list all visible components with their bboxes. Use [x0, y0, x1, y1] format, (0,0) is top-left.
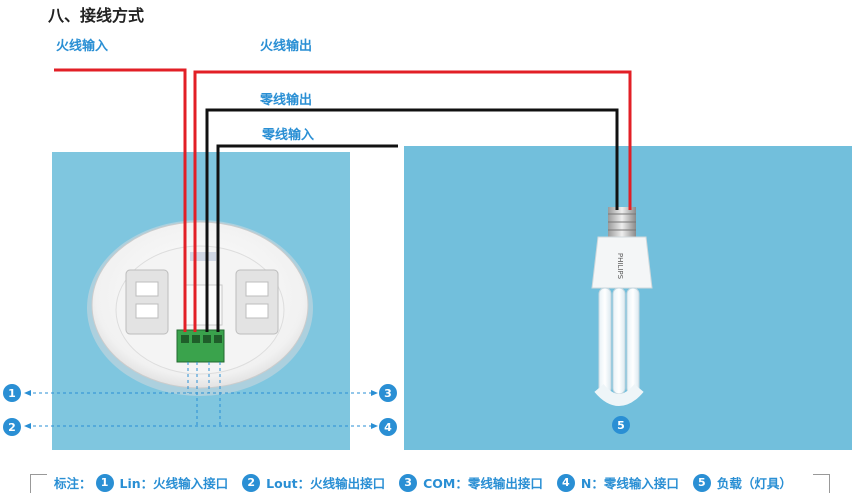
legend-text: COM：零线输出接口 — [423, 476, 543, 491]
marker-1: 1 — [3, 384, 21, 402]
live-in-wire — [54, 68, 187, 332]
neutral-out-wire — [205, 108, 619, 332]
bulb-brand: PHILIPS — [616, 253, 624, 280]
marker-4: 4 — [379, 418, 397, 436]
svg-text:3: 3 — [384, 387, 392, 400]
legend-text: Lin：火线输入接口 — [119, 476, 229, 491]
live-out-wire — [193, 70, 632, 332]
legend-number: 2 — [242, 473, 261, 492]
legend-text: Lout：火线输出接口 — [266, 476, 386, 491]
svg-text:4: 4 — [384, 421, 392, 434]
wiring-diagram: PHILIPS 1 2 3 4 — [3, 68, 653, 436]
svg-text:2: 2 — [8, 421, 16, 434]
svg-text:1: 1 — [8, 387, 16, 400]
svg-text:5: 5 — [617, 419, 625, 432]
legend-item: 1 Lin：火线输入接口 — [95, 473, 229, 492]
legend-bracket-left — [30, 474, 47, 493]
marker-5: 5 — [612, 416, 630, 434]
legend-number: 4 — [556, 473, 575, 492]
leader-lines — [27, 362, 375, 427]
label-neutral-out: 零线输出 — [260, 93, 313, 108]
legend-text: 负载（灯具） — [716, 476, 792, 491]
legend-row: 标注： 1 Lin：火线输入接口 2 Lout：火线输出接口 3 COM：零线输… — [54, 473, 806, 492]
legend-item: 2 Lout：火线输出接口 — [242, 473, 385, 492]
marker-2: 2 — [3, 418, 21, 436]
legend-lead: 标注： — [54, 476, 92, 491]
legend-item: 4 N：零线输入接口 — [556, 473, 679, 492]
marker-3: 3 — [379, 384, 397, 402]
legend-number: 5 — [692, 473, 711, 492]
legend-bracket-right — [813, 474, 830, 493]
cfl-bulb: PHILIPS — [591, 207, 653, 406]
section-title: 八、接线方式 — [48, 6, 145, 25]
neutral-in-wire — [216, 144, 398, 332]
label-neutral-in: 零线输入 — [262, 128, 315, 143]
label-live-out: 火线输出 — [260, 39, 313, 54]
legend-text: N：零线输入接口 — [580, 476, 679, 491]
terminal-block — [176, 329, 225, 363]
legend-number: 3 — [399, 473, 418, 492]
legend-item: 3 COM：零线输出接口 — [399, 473, 543, 492]
leader-arrowheads — [24, 390, 378, 429]
legend: 标注： 1 Lin：火线输入接口 2 Lout：火线输出接口 3 COM：零线输… — [30, 470, 830, 496]
motion-sensor — [87, 220, 313, 396]
label-live-in: 火线输入 — [56, 39, 109, 54]
legend-number: 1 — [95, 473, 114, 492]
legend-item: 5 负载（灯具） — [692, 473, 792, 492]
